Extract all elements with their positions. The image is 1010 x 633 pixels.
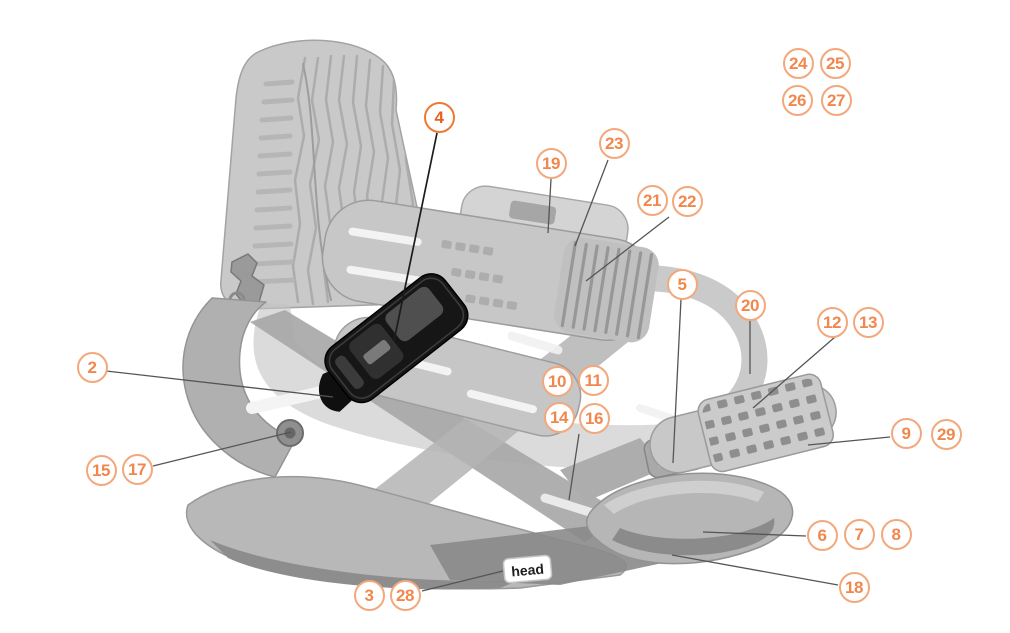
callout-18: 18: [838, 571, 870, 603]
callout-number: 18: [845, 577, 863, 597]
callout-number: 19: [542, 153, 560, 173]
callout-number: 21: [643, 190, 661, 210]
strap-embossing: [441, 240, 518, 310]
callout-29: 29: [930, 418, 962, 450]
callout-17: 17: [121, 453, 153, 485]
leader-line-23: [574, 159, 609, 247]
callout-6: 6: [806, 519, 838, 551]
callout-number: 26: [788, 90, 806, 110]
callout-number: 2: [87, 357, 97, 377]
callout-number: 20: [741, 295, 759, 315]
leader-line-18: [671, 554, 839, 586]
callout-number: 11: [584, 370, 602, 390]
ratchet-buckle-highlighted: [319, 273, 469, 412]
callout-23: 23: [598, 127, 630, 159]
callout-2: 2: [76, 351, 108, 383]
callout-number: 4: [434, 107, 444, 127]
callout-number: 13: [859, 312, 877, 332]
callout-number: 16: [585, 408, 603, 428]
leader-line-4: [393, 132, 438, 342]
callout-8: 8: [880, 518, 912, 550]
callout-10: 10: [541, 365, 573, 397]
leader-line-2: [105, 370, 334, 398]
callout-7: 7: [843, 518, 875, 550]
callout-number: 23: [605, 133, 623, 153]
leader-line-28: [421, 570, 504, 592]
callout-number: 28: [396, 585, 414, 605]
callout-number: 22: [678, 191, 696, 211]
callout-26: 26: [781, 84, 813, 116]
chassis-left-arm: [182, 297, 336, 478]
callout-13: 13: [852, 306, 884, 338]
callout-3: 3: [353, 579, 385, 611]
callout-5: 5: [666, 268, 698, 300]
callout-number: 17: [128, 459, 146, 479]
callout-14: 14: [543, 401, 575, 433]
callout-number: 9: [901, 423, 911, 443]
leader-line-21-22: [585, 216, 670, 282]
leader-line-14-16: [568, 433, 580, 501]
callout-16: 16: [578, 402, 610, 434]
callout-number: 10: [548, 371, 566, 391]
leader-line-5: [672, 298, 682, 464]
leader-line-9-29: [807, 436, 891, 446]
callout-number: 5: [677, 274, 687, 294]
brand-tag: head: [502, 554, 553, 584]
callout-15: 15: [85, 454, 117, 486]
callout-11: 11: [577, 364, 609, 396]
callout-24: 24: [782, 47, 814, 79]
callout-28: 28: [389, 579, 421, 611]
callout-9: 9: [890, 417, 922, 449]
frame-arc: [253, 302, 756, 470]
brand-label: head: [511, 561, 545, 580]
toe-strap-pad: [697, 373, 835, 473]
leader-line-19: [547, 178, 552, 234]
callout-number: 12: [823, 312, 841, 332]
callout-25: 25: [819, 47, 851, 79]
callout-21: 21: [636, 184, 668, 216]
leader-line-15-17: [152, 431, 292, 467]
callout-19: 19: [535, 147, 567, 179]
callout-number: 7: [854, 524, 864, 544]
callout-number: 15: [92, 460, 110, 480]
pivot-screw: [276, 419, 304, 447]
callout-number: 3: [364, 585, 374, 605]
callout-number: 8: [891, 524, 901, 544]
callout-number: 29: [937, 424, 955, 444]
leader-line-6-7-8: [702, 531, 807, 537]
toe-connector: [560, 438, 665, 502]
callout-27: 27: [820, 84, 852, 116]
callout-number: 6: [817, 525, 827, 545]
callout-4: 4: [423, 101, 455, 133]
callout-number: 14: [550, 407, 568, 427]
callout-number: 25: [826, 53, 844, 73]
callout-number: 27: [827, 90, 845, 110]
callout-22: 22: [671, 185, 703, 217]
callout-12: 12: [816, 306, 848, 338]
callout-number: 24: [789, 53, 807, 73]
ladder-strap-teeth: [560, 240, 654, 340]
leader-line-12-13: [752, 336, 836, 409]
callout-20: 20: [734, 289, 766, 321]
